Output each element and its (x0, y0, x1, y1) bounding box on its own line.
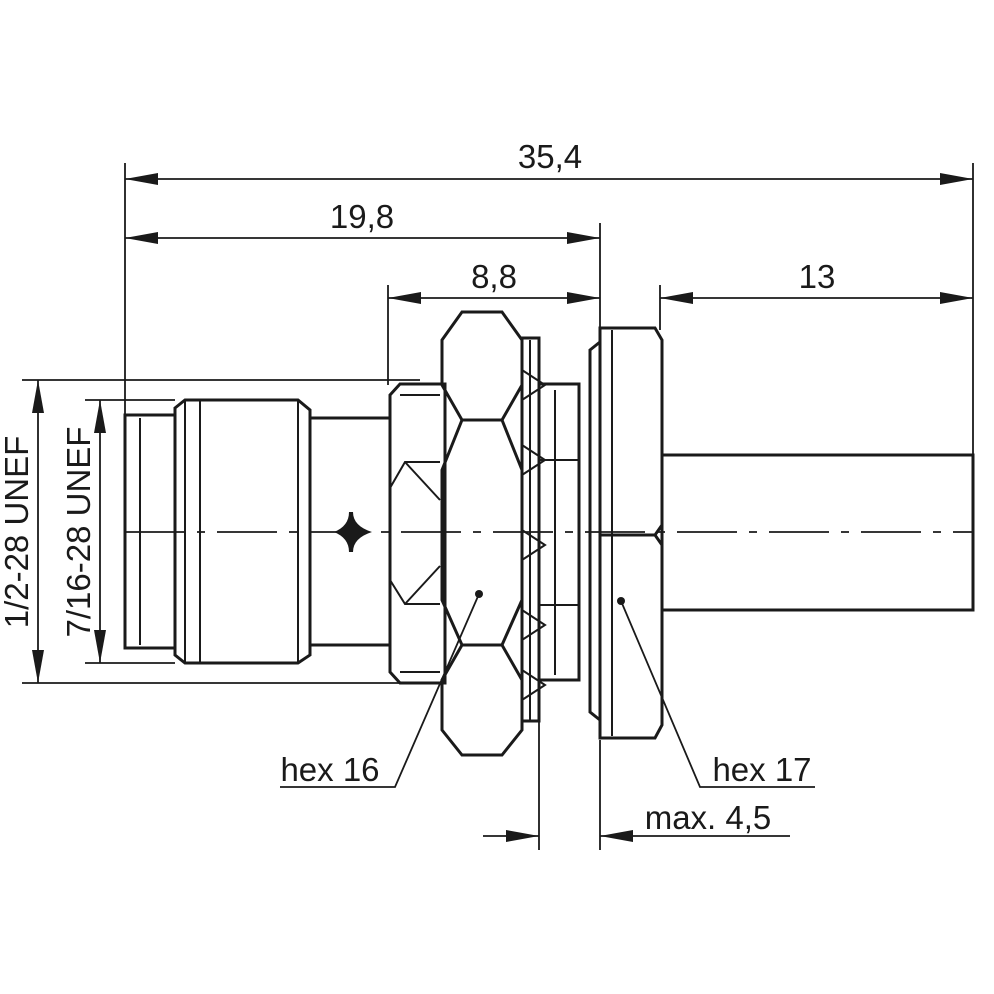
extension-lines (22, 163, 974, 850)
dim-thread-outer: 1/2-28 UNEF (0, 436, 35, 629)
center-mark (334, 512, 372, 552)
dim-panel-thickness: max. 4,5 (645, 799, 772, 836)
dim-nut-length: 8,8 (471, 258, 517, 295)
leader-lines (280, 593, 815, 788)
dim-overall-length: 35,4 (518, 138, 582, 175)
dim-front-length: 19,8 (330, 198, 394, 235)
callout-rear-hex: hex 17 (712, 751, 811, 788)
dim-rear-length: 13 (799, 258, 836, 295)
dim-thread-inner: 7/16-28 UNEF (60, 427, 97, 638)
dimension-lines (32, 173, 973, 842)
callout-front-hex: hex 16 (280, 751, 379, 788)
connector-body (123, 310, 975, 757)
